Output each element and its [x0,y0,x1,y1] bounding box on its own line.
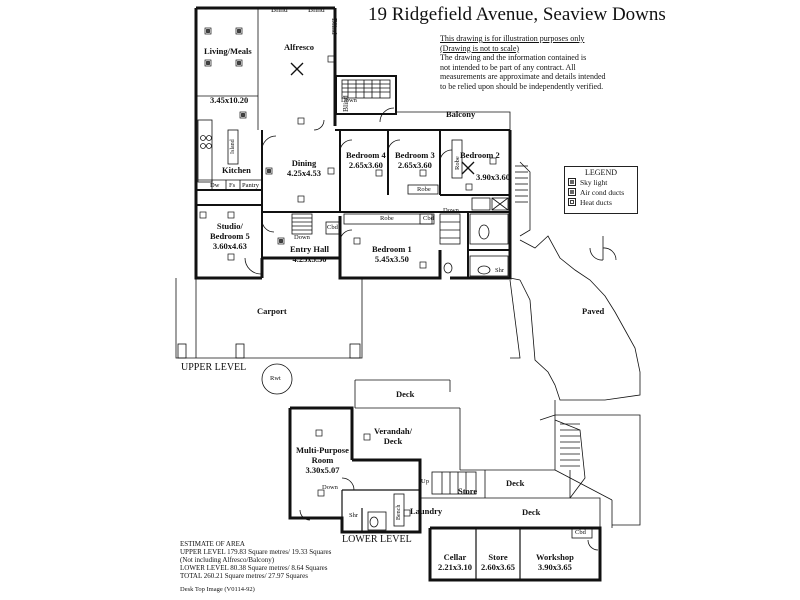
lower-level-label: LOWER LEVEL [342,534,412,545]
area-estimate: ESTIMATE OF AREA UPPER LEVEL 179.83 Squa… [180,540,331,580]
room-carport: Carport [257,306,287,316]
room-living-meals: Living/Meals [204,46,252,56]
ceiling-fan-icon [461,161,475,175]
deck-label: Deck [396,389,415,399]
estimate-upper-note: (Not including Alfresco/Balcony) [180,556,275,564]
upper-level-thin-lines [175,8,641,401]
disclaimer-block: This drawing is for illustration purpose… [440,34,606,91]
room-laundry: Laundry [410,506,443,516]
cbd-label: Cbd [575,529,586,536]
room-workshop: Workshop 3.90x3.65 [536,552,574,572]
blind-label: Blind [330,18,339,35]
room-entry-hall: Entry Hall 4.25x3.50 [290,244,329,264]
room-bedroom-2-dims: 3.90x3.60 [476,172,510,182]
skylight-icon [568,178,576,186]
room-alfresco: Alfresco [284,42,315,52]
disclaimer-line: The drawing and the information containe… [440,53,587,62]
room-store: Store 2.60x3.65 [481,552,515,572]
room-bedroom-3: Bedroom 3 2.65x3.60 [395,150,435,170]
robe-label: Robe [380,215,394,222]
deck-label: Deck [522,507,541,517]
estimate-lower: LOWER LEVEL 80.38 Square metres/ 8.64 Sq… [180,564,328,572]
lower-level-interior [341,489,521,580]
disclaimer-line: (Drawing is not to scale) [440,43,520,53]
room-studio-bedroom-5: Studio/ Bedroom 5 3.60x4.63 [210,221,250,251]
robe-label: Robe [417,186,431,193]
room-dining: Dining 4.25x4.53 [287,158,321,178]
paved-label: Paved [582,306,605,316]
robe-label: Robe [454,156,461,170]
legend-item: Heat ducts [565,197,637,207]
bench-label: Bench [396,504,402,520]
estimate-upper: UPPER LEVEL 179.83 Square metres/ 19.33 … [180,548,332,556]
estimate-heading: ESTIMATE OF AREA [180,540,245,548]
room-living-dims: 3.45x10.20 [210,95,249,105]
room-multi-purpose: Multi-Purpose Room 3.30x5.07 [296,445,349,475]
estimate-total: TOTAL 260.21 Square metres/ 27.97 Square… [180,572,308,580]
disclaimer-line: to be relied upon should be independentl… [440,81,604,91]
blind-label: Blind [308,5,325,14]
legend-item: Sky light [565,177,637,187]
property-address: 19 Ridgefield Avenue, Seaview Downs [368,4,666,25]
room-kitchen: Kitchen [222,165,251,175]
cbd-label: Cbd [423,215,434,222]
room-store-small: Store [458,486,478,496]
legend-label: Heat ducts [580,197,612,207]
disclaimer-line: not intended to be part of any contract.… [440,62,576,72]
shower-label: Shr [349,512,359,519]
heat-duct-icon [568,198,576,206]
entry-down-label: Down [294,234,310,241]
island-label: Island [230,139,236,154]
multi-down-label: Down [322,484,338,491]
deck-label: Deck [506,478,525,488]
legend-label: Air cond ducts [580,187,625,197]
fs-label: Fs [229,182,236,189]
rainwater-tank [261,363,293,395]
room-verandah-deck: Verandah/ Deck [374,426,412,446]
hall-down-label: Down [443,207,459,214]
disclaimer-line: This drawing is for illustration purpose… [440,34,585,43]
rwt-label: Rwt [270,375,281,382]
shower-label: Shr [495,267,505,274]
room-cellar: Cellar 2.21x3.10 [438,552,472,572]
room-bedroom-4: Bedroom 4 2.65x3.60 [346,150,386,170]
balcony-label: Balcony [446,109,476,119]
legend-title: LEGEND [585,168,617,177]
disclaimer-line: measurements are approximate and details… [440,72,606,81]
pantry-label: Pantry [242,182,259,189]
up-label: Up [421,478,429,485]
legend: LEGEND Sky light Air cond ducts Heat duc… [564,166,638,214]
legend-label: Sky light [580,177,608,187]
duct-markers [199,27,497,517]
ceiling-fan-icon [290,62,304,76]
dw-label: Dw [210,182,220,189]
stair-down-label: Down [341,97,357,104]
upper-level-interior-walls [196,130,510,278]
room-bedroom-2: Bedroom 2 [460,150,500,160]
lower-level-thin-lines [299,379,641,551]
blind-label: Blind [271,5,288,14]
room-bedroom-1: Bedroom 1 5.45x3.50 [372,244,412,264]
drawing-code: Desk Top Image (V0114-92) [180,586,255,593]
legend-item: Air cond ducts [565,187,637,197]
upper-level-label: UPPER LEVEL [181,362,247,373]
air-cond-duct-icon [568,188,576,196]
cbd-label: Cbd [327,224,338,231]
